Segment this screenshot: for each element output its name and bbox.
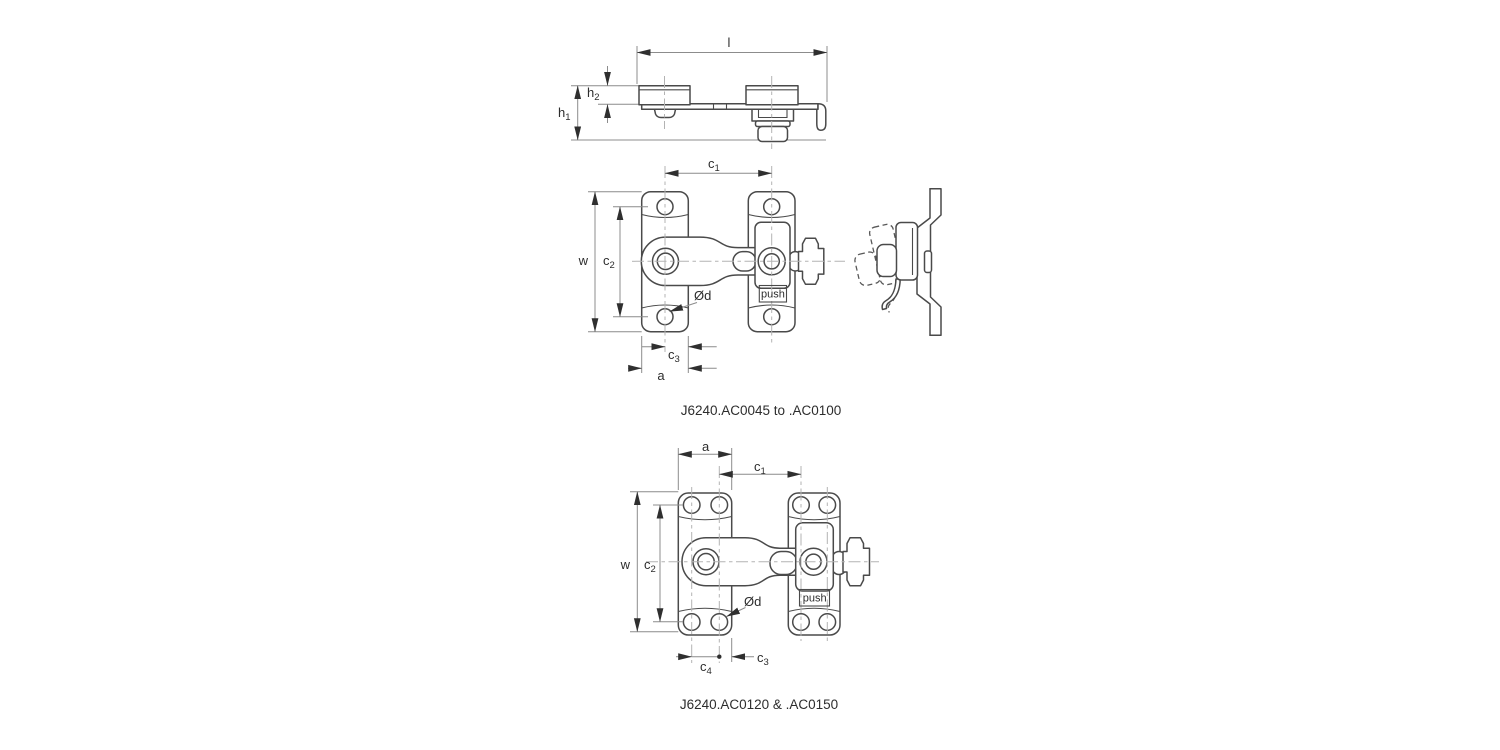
figure2-front-dimensions	[630, 448, 802, 662]
push-button-label: push	[761, 289, 785, 301]
figure1-top-geometry	[638, 76, 827, 149]
dim-label-c1: c1	[754, 459, 766, 477]
striker-knob	[797, 237, 825, 286]
dim-label-c2: c2	[603, 253, 615, 271]
figure1-front-dimensions	[588, 169, 773, 373]
figure1-caption: J6240.AC0045 to .AC0100	[681, 403, 842, 418]
figure2-front-geometry	[646, 466, 879, 663]
keeper-pad	[923, 250, 933, 274]
dim-label-a: a	[702, 439, 710, 454]
left-slot	[769, 550, 798, 576]
dim-label-w: w	[578, 253, 589, 268]
housing-side	[895, 221, 919, 281]
mounting-bracket-profile	[916, 187, 942, 337]
dim-label-c3: c3	[757, 650, 769, 668]
dim-label-a: a	[657, 368, 665, 383]
figure2-caption: J6240.AC0120 & .AC0150	[680, 697, 838, 712]
figure2-front-view: a c1 w c2 Ød c3 c4 push	[620, 439, 879, 677]
figure1-front-labels: c1 w c2 c3 a Ød push	[578, 156, 785, 383]
dim-label-h1: h1	[558, 105, 571, 123]
latch-finger	[881, 278, 901, 311]
figure1-top-labels: l h1 h2	[558, 35, 731, 123]
push-label-box	[758, 284, 788, 303]
dim-label-l: l	[728, 35, 731, 50]
figure1-side-view	[854, 187, 942, 337]
dim-label-hole-diameter: Ød	[744, 594, 761, 609]
dim-label-c1: c1	[708, 156, 720, 174]
figure1-front-geometry	[632, 166, 845, 352]
dim-label-hole-diameter: Ød	[694, 288, 711, 303]
latch-side-solid	[876, 221, 919, 311]
button-side	[876, 243, 898, 278]
dim-label-c4: c4	[700, 659, 712, 677]
figure1-top-view: l h1 h2	[558, 35, 828, 149]
push-button-side	[757, 125, 789, 143]
dim-label-c2: c2	[644, 557, 656, 575]
dim-label-c3: c3	[668, 347, 680, 365]
figure1-front-view: c1 w c2 c3 a Ød push	[578, 156, 845, 383]
figure2-front-labels: a c1 w c2 Ød c3 c4 push	[620, 439, 827, 677]
push-button-label: push	[803, 593, 827, 605]
push-label-box	[798, 588, 831, 607]
catch-hook-side	[816, 103, 827, 132]
dim-label-h2: h2	[587, 85, 600, 103]
dim-label-w: w	[620, 557, 631, 572]
rivet-side	[653, 108, 677, 119]
